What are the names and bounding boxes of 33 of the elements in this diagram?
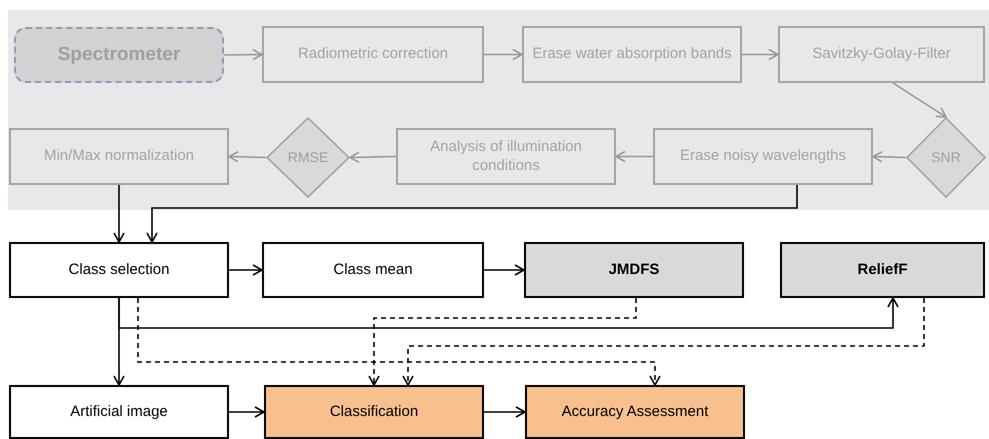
arrow: [146, 185, 798, 243]
arrow: [402, 298, 925, 386]
arrow: [229, 406, 265, 418]
process-box: Artificial image: [9, 385, 229, 439]
arrow: [742, 48, 779, 60]
arrow: [229, 264, 263, 276]
process-box: ReliefF: [780, 242, 985, 298]
process-box: Analysis of illumination conditions: [396, 128, 616, 185]
diamond-label: SNR: [931, 148, 961, 167]
arrow: [484, 264, 525, 276]
arrow: [228, 150, 266, 163]
process-box: Min/Max normalization: [9, 128, 229, 185]
process-box: Class mean: [262, 242, 484, 298]
process-box: Accuracy Assessment: [525, 385, 745, 439]
process-box: Savitzky-Golay-Filter: [778, 26, 985, 83]
process-box: Erase noisy wavelengths: [653, 128, 873, 185]
arrow: [872, 150, 906, 163]
process-box: Classification: [264, 385, 484, 439]
arrow: [224, 48, 263, 60]
arrow: [892, 82, 947, 118]
arrow: [615, 150, 653, 162]
arrow: [368, 298, 637, 386]
arrow: [484, 406, 526, 418]
process-box: Radiometric correction: [262, 26, 484, 83]
arrow: [113, 185, 125, 243]
arrow: [484, 48, 523, 60]
arrow: [137, 298, 661, 386]
arrow: [118, 297, 899, 329]
diamond-label: RMSE: [288, 148, 328, 167]
arrow: [349, 152, 396, 164]
process-box: Erase water absorption bands: [522, 26, 742, 83]
process-box: Class selection: [9, 242, 229, 298]
process-box: JMDFS: [524, 242, 744, 298]
